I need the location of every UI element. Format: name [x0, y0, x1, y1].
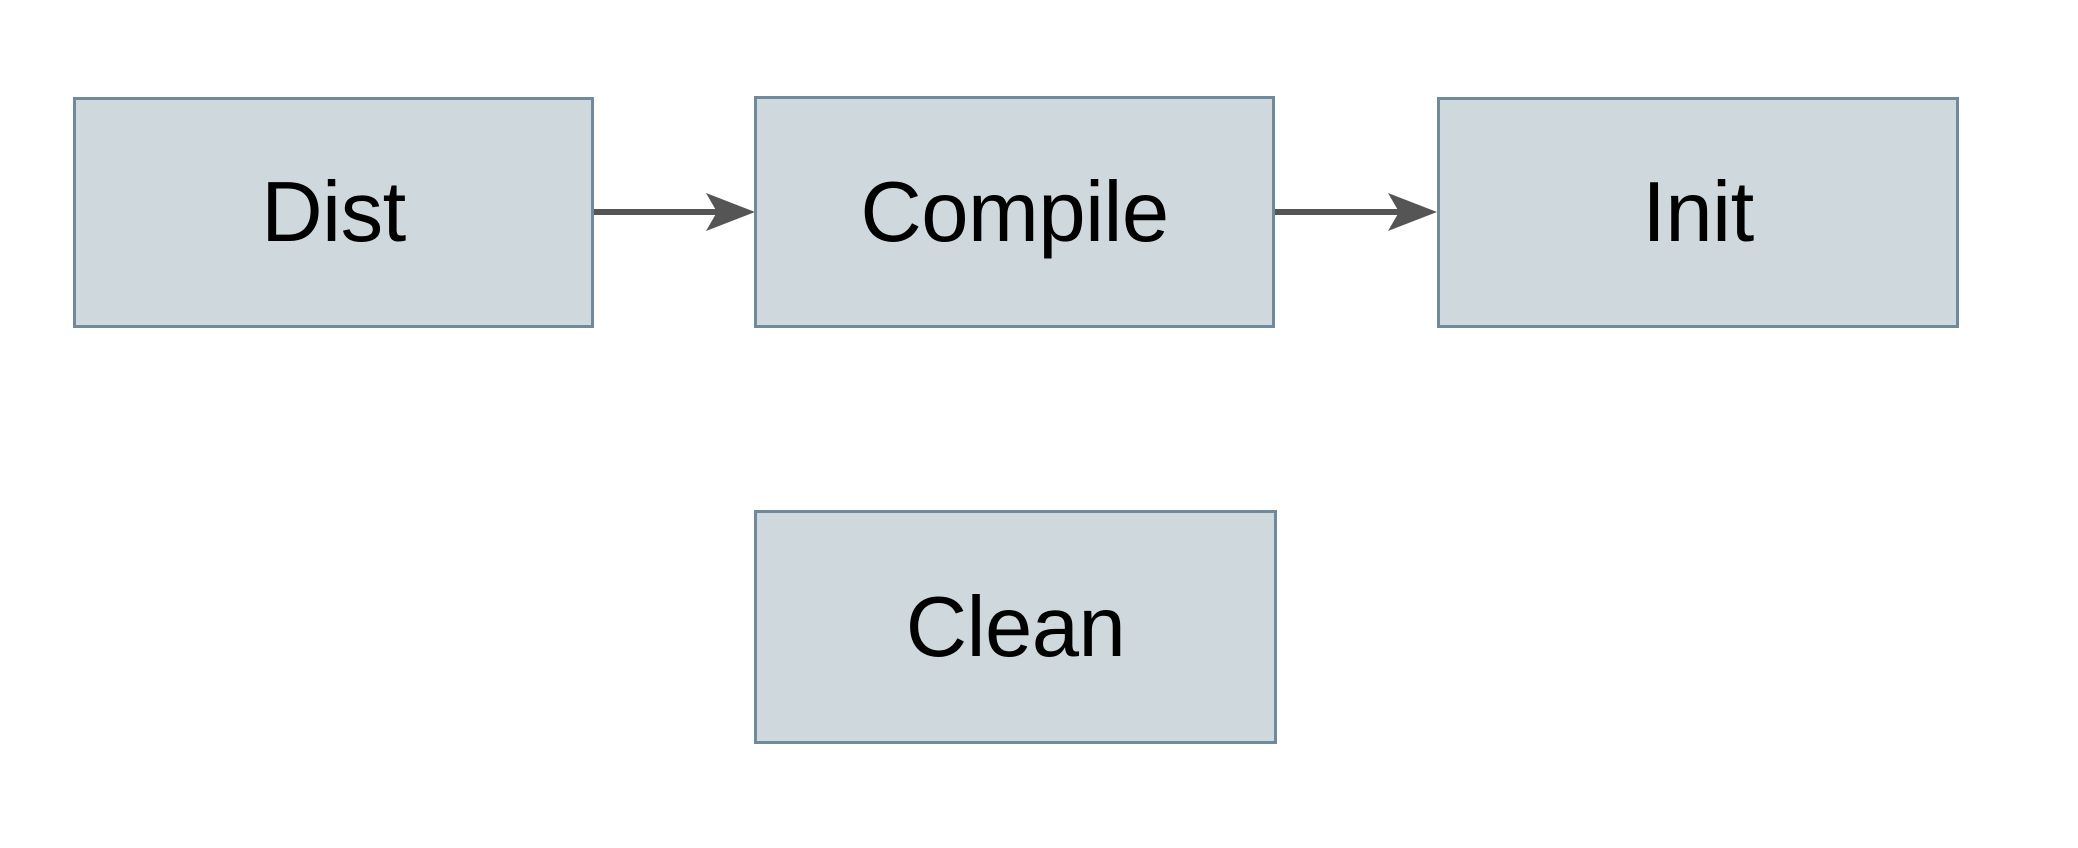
edge-dist-to-compile[interactable]	[594, 193, 755, 231]
node-clean[interactable]: Clean	[754, 510, 1277, 744]
node-init-label: Init	[1642, 165, 1754, 260]
node-compile-label: Compile	[860, 164, 1169, 260]
node-clean-label: Clean	[905, 579, 1126, 675]
node-init[interactable]: Init	[1437, 97, 1959, 328]
edge-dist-to-compile-arrowhead	[706, 193, 755, 231]
edge-compile-to-init-arrowhead	[1388, 193, 1437, 231]
edge-compile-to-init[interactable]	[1275, 193, 1437, 231]
node-dist[interactable]: Dist	[73, 97, 594, 328]
node-compile[interactable]: Compile	[754, 96, 1275, 328]
node-dist-label: Dist	[261, 165, 406, 260]
